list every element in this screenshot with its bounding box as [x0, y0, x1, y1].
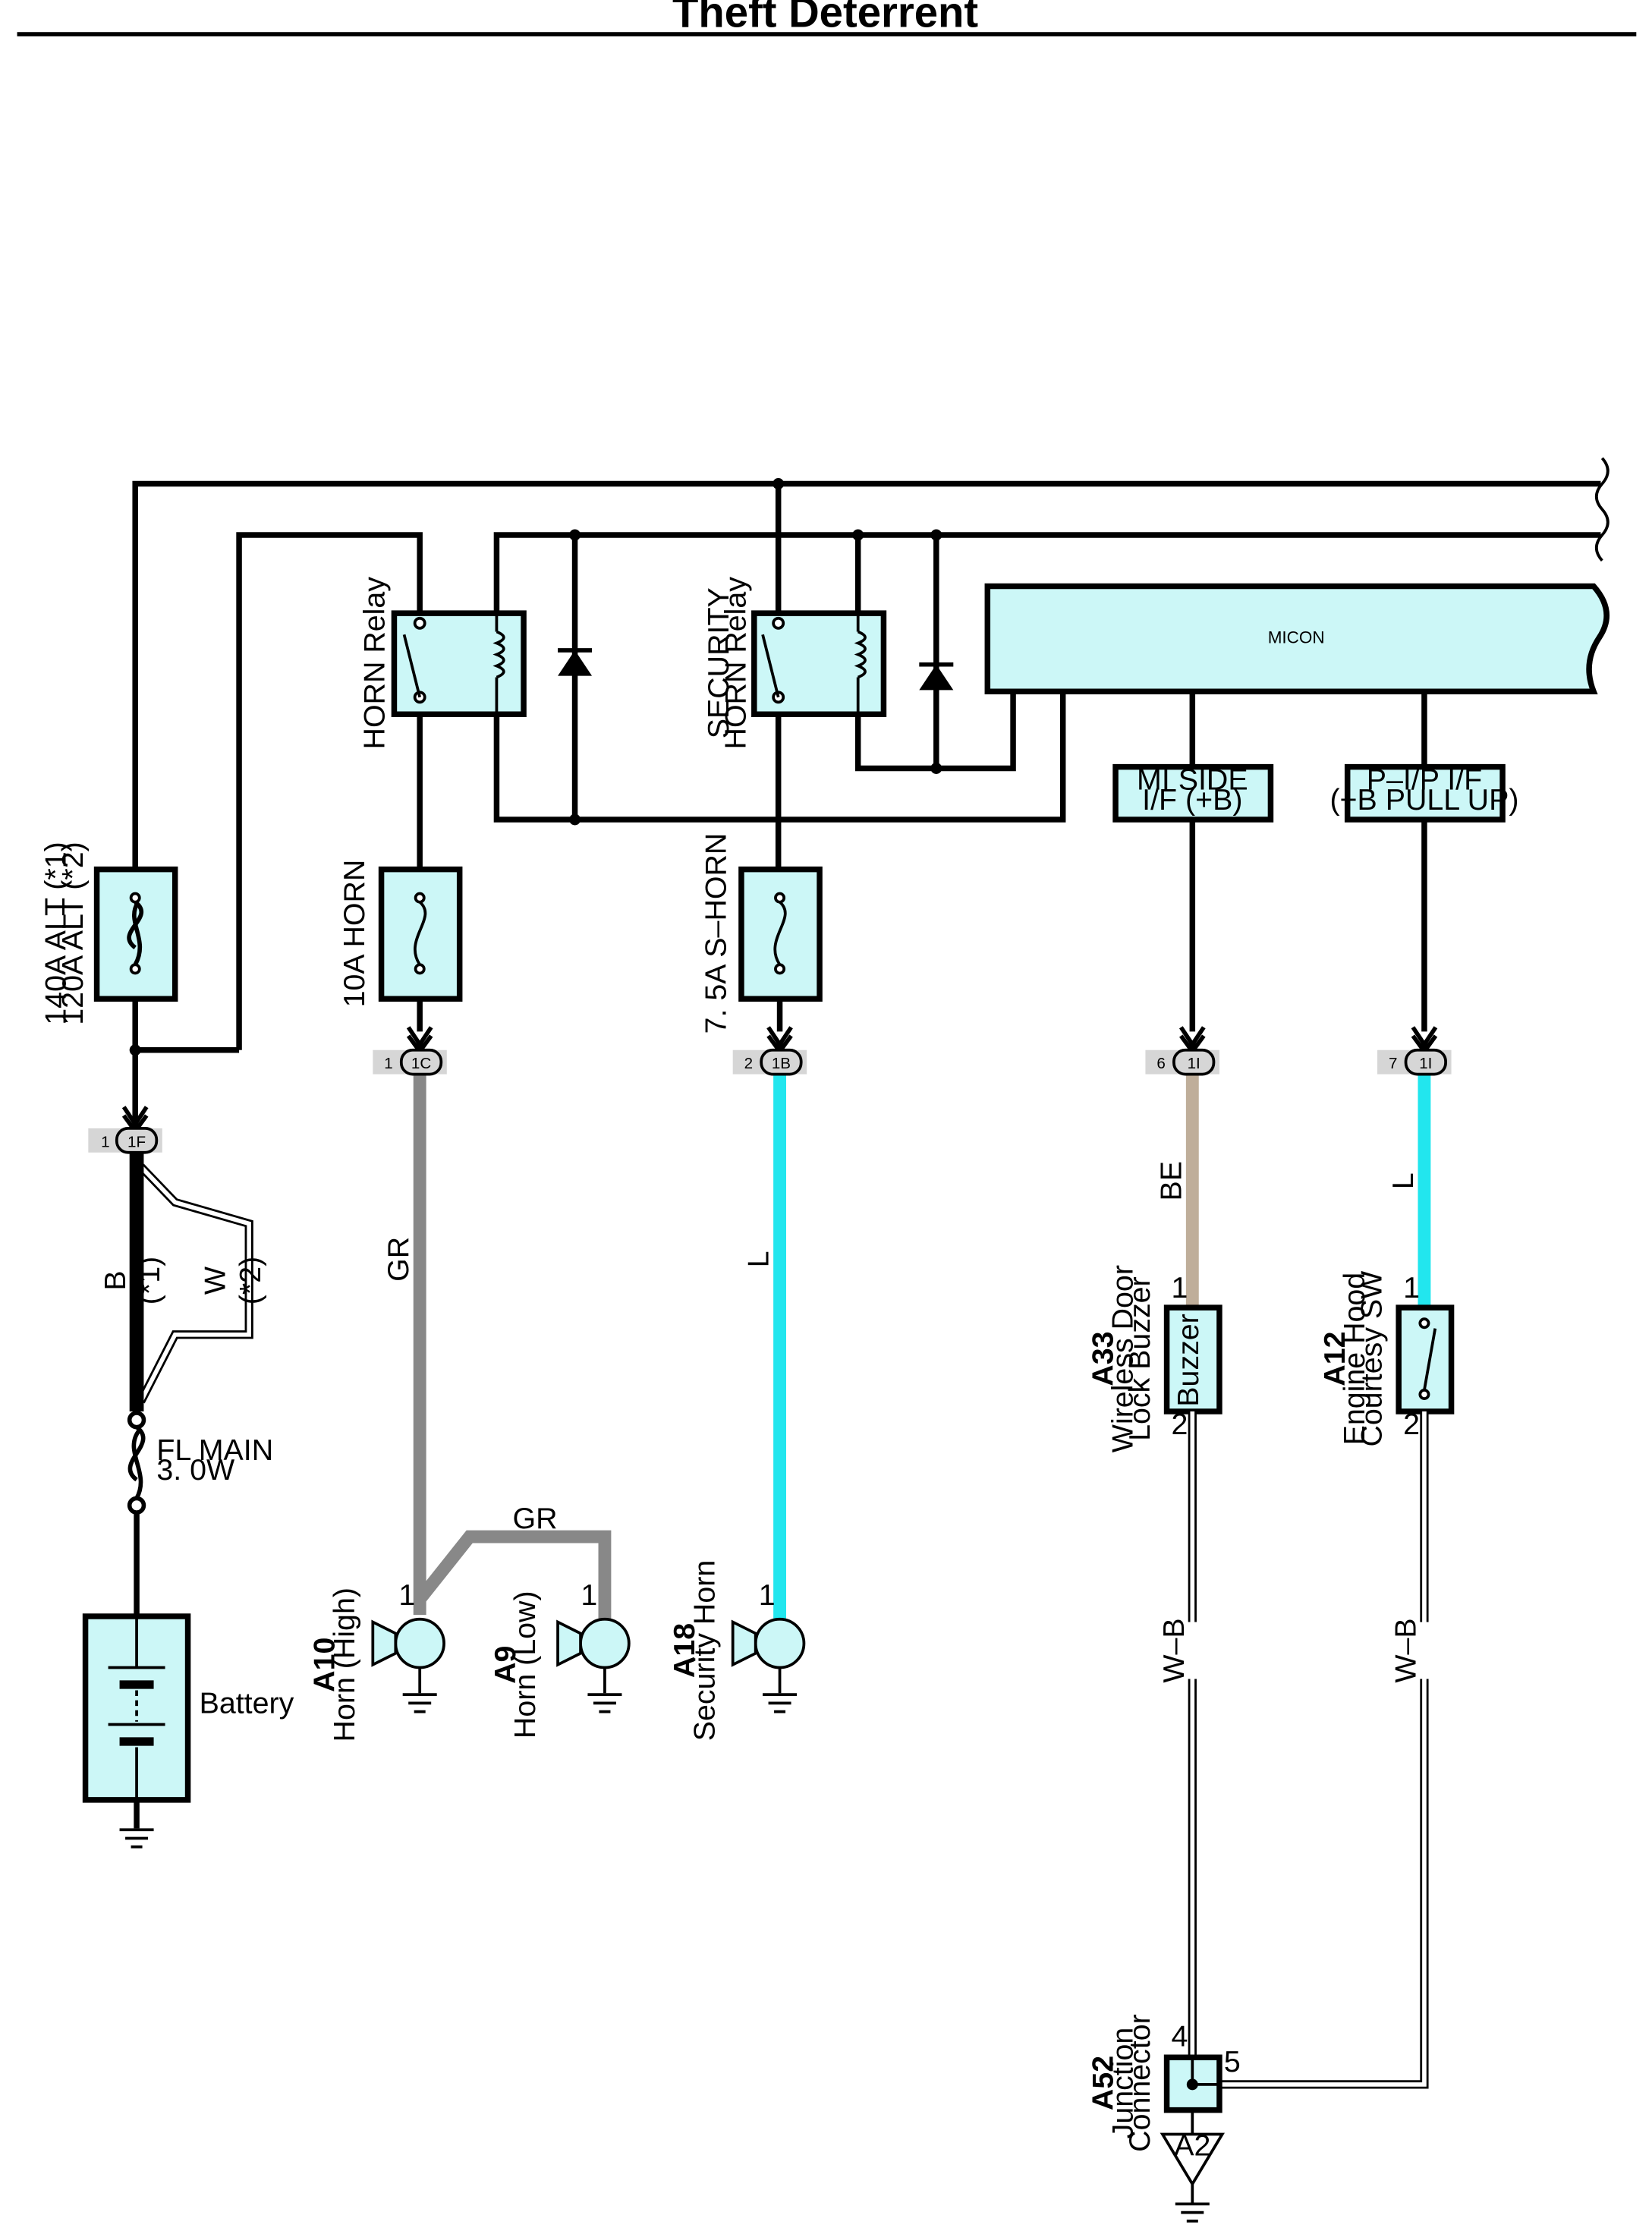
battery-label: Battery: [200, 1687, 294, 1720]
buzzer-inner-label: Buzzer: [1172, 1314, 1205, 1406]
buzzer-name-2: Lock Buzzer: [1123, 1276, 1156, 1441]
fuse-alt: [93, 866, 178, 1002]
security-horn-icon: [731, 1617, 806, 1713]
wire-label-star1: (*1): [133, 1257, 166, 1304]
horn-relay-label: HORN Relay: [357, 577, 391, 750]
hood-sw-name-2: Courtesy SW: [1355, 1270, 1389, 1447]
connector-1I-pin6: 6 1I: [1145, 1048, 1219, 1076]
buzzer-box: [1163, 1304, 1222, 1414]
horn-low-code: A9: [489, 1646, 522, 1684]
alt-fuse-label-1: 140A ALT (*1): [39, 842, 72, 1024]
alt-fuse-label-2: 120A ALT (*2): [56, 842, 90, 1024]
junction-dot: [129, 1044, 141, 1056]
ground-point-a2: [1160, 2132, 1225, 2223]
svg-text:1B: 1B: [772, 1055, 791, 1072]
hood-sw-name-1: Engine Hood: [1338, 1273, 1371, 1446]
ground-icon: [119, 1828, 154, 1849]
wire-label-l-hood: L: [1386, 1172, 1420, 1189]
diode-icon: [558, 648, 593, 676]
svg-text:1: 1: [101, 1133, 109, 1150]
pip-if-box: [1344, 763, 1506, 823]
mi-side-label-1: MI SIDE: [1137, 763, 1248, 797]
horn-high-pin: 1: [398, 1578, 415, 1612]
hood-sw-code: A12: [1318, 1332, 1351, 1386]
connector-1I-pin7: 7 1I: [1377, 1048, 1452, 1076]
hood-sw-pin-bottom: 2: [1403, 1408, 1420, 1441]
fuse-horn: [378, 866, 463, 1002]
horn-fuse-label: 10A HORN: [338, 860, 371, 1008]
svg-text:1C: 1C: [411, 1055, 431, 1072]
buzzer-code: A33: [1086, 1332, 1119, 1386]
junction-pin4: 4: [1171, 2019, 1188, 2053]
mi-side-if-box: [1112, 763, 1274, 823]
bus-wire-second-left: [236, 532, 423, 1050]
micon-box: [984, 583, 1610, 694]
connector-1B: 2 1B: [732, 1048, 807, 1076]
security-relay-label-2: HORN Relay: [719, 577, 753, 750]
hood-sw-pin-top: 1: [1403, 1271, 1420, 1304]
junction-code: A52: [1086, 2056, 1119, 2110]
wire-label-w: W: [198, 1266, 231, 1295]
connector-1C: 1 1C: [373, 1048, 447, 1076]
wire-label-l-shorn: L: [742, 1251, 776, 1267]
wire-wb-hood: [1219, 1411, 1429, 2089]
junction-pin5: 5: [1224, 2045, 1241, 2078]
junction-dot: [930, 763, 942, 774]
junction-dot: [569, 813, 581, 826]
svg-text:7: 7: [1389, 1055, 1397, 1072]
pip-label-1: P–I/P I/F: [1367, 763, 1482, 797]
wire-label-wb-hood: W–B: [1389, 1618, 1423, 1682]
svg-text:1I: 1I: [1188, 1055, 1200, 1072]
horn-low-name: Horn (Low): [508, 1591, 542, 1739]
security-horn-code: A18: [668, 1623, 701, 1678]
ground-a2-label: A2: [1174, 2129, 1210, 2163]
horn-low-icon: [556, 1617, 631, 1713]
mi-side-label-2: I/F (+B): [1142, 783, 1242, 817]
svg-text:1: 1: [384, 1055, 392, 1072]
security-horn-pin: 1: [759, 1578, 776, 1612]
bus-wire-second: [493, 532, 1601, 615]
wire-label-star2: (*2): [234, 1257, 267, 1304]
junction-name-2: Connector: [1123, 2014, 1156, 2152]
junction-name-1: Junction: [1106, 2028, 1140, 2139]
wire-label-be: BE: [1154, 1161, 1188, 1201]
battery: [82, 1613, 191, 1803]
connector-1F: 1 1F: [88, 1127, 162, 1154]
security-horn-name: Security Horn: [688, 1560, 721, 1741]
wire-label-gr: GR: [382, 1237, 415, 1282]
horn-high-icon: [371, 1617, 445, 1713]
fl-main-fusible-link: [127, 1411, 146, 1515]
svg-text:1F: 1F: [127, 1133, 146, 1150]
diode-icon: [919, 662, 954, 691]
security-relay-label-1: SECURITY: [702, 587, 735, 738]
fl-main-label-1: FL MAIN: [156, 1433, 273, 1467]
horn-high-code: A10: [308, 1638, 341, 1692]
fuse-shorn: [738, 866, 823, 1002]
wire-gr-low: [414, 1530, 612, 1619]
shorn-fuse-label: 7. 5A S–HORN: [699, 833, 732, 1034]
horn-low-pin: 1: [581, 1578, 597, 1612]
svg-text:6: 6: [1156, 1055, 1165, 1072]
micon-label: MICON: [1268, 628, 1325, 647]
horn-high-name: Horn (High): [328, 1588, 361, 1742]
bus-wire-top: [132, 480, 1601, 868]
horn-relay: [391, 610, 527, 717]
hood-courtesy-switch: [1396, 1304, 1455, 1414]
svg-text:2: 2: [744, 1055, 753, 1072]
svg-text:1I: 1I: [1419, 1055, 1432, 1072]
wire-label-wb-buzzer: W–B: [1157, 1618, 1191, 1682]
buzzer-pin-bottom: 2: [1171, 1408, 1188, 1441]
break-mark: [1594, 457, 1610, 562]
buzzer-pin-top: 1: [1171, 1271, 1188, 1304]
buzzer-name-1: Wireless Door: [1106, 1265, 1140, 1452]
pip-label-2: (+B PULL UP): [1329, 783, 1518, 817]
wire-label-b: B: [99, 1270, 132, 1290]
fl-main-label-2: 3. 0W: [156, 1453, 235, 1487]
wire-label-gr-low: GR: [513, 1502, 558, 1535]
diagram-title: Theft Deterrent: [672, 0, 978, 36]
security-horn-relay: [751, 610, 887, 717]
